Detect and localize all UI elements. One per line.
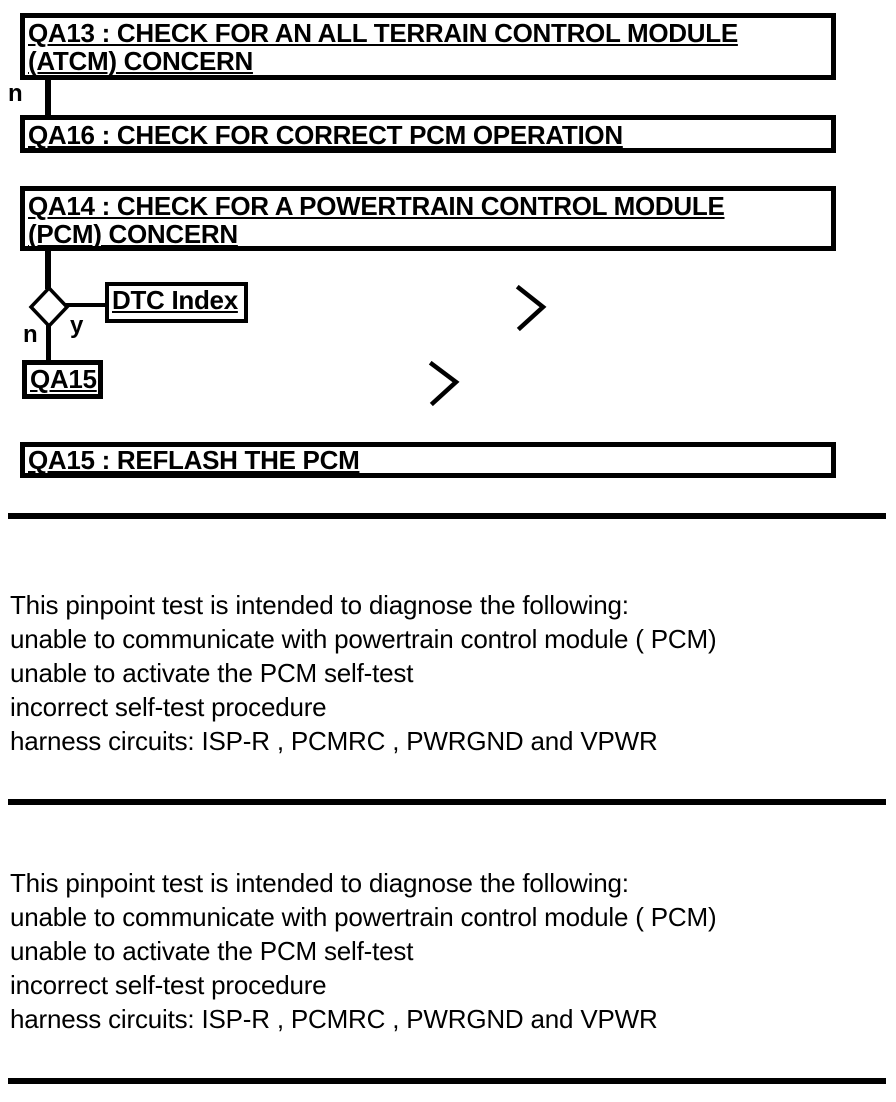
qa13-link-line1[interactable]: QA13 : CHECK FOR AN ALL TERRAIN CONTROL … (28, 18, 738, 48)
branch-label-y: y (70, 312, 84, 339)
branch-label-n-qa13: n (8, 80, 23, 107)
description-line: incorrect self-test procedure (10, 692, 327, 722)
qa15-link[interactable]: QA15 : REFLASH THE PCM (28, 445, 360, 475)
flow-box-qa15-node: QA15 (22, 360, 103, 399)
flow-box-qa14: QA14 : CHECK FOR A POWERTRAIN CONTROL MO… (20, 186, 836, 251)
connector-line-qa13-qa16 (45, 78, 51, 117)
flow-box-qa13: QA13 : CHECK FOR AN ALL TERRAIN CONTROL … (20, 13, 836, 80)
description-line: incorrect self-test procedure (10, 970, 327, 1000)
qa14-link-line1[interactable]: QA14 : CHECK FOR A POWERTRAIN CONTROL MO… (28, 191, 725, 221)
chevron-right-icon[interactable] (427, 358, 463, 408)
qa15-node-link[interactable]: QA15 (30, 364, 97, 394)
qa13-link-line2[interactable]: (ATCM) CONCERN (28, 46, 253, 76)
connector-line-decision-qa15 (46, 324, 51, 362)
branch-label-n: n (23, 321, 38, 348)
description-line: This pinpoint test is intended to diagno… (10, 868, 629, 898)
description-line: unable to communicate with powertrain co… (10, 902, 717, 932)
description-line: unable to activate the PCM self-test (10, 658, 414, 688)
description-line: harness circuits: ISP-R , PCMRC , PWRGND… (10, 726, 658, 756)
chevron-right-icon[interactable] (514, 282, 550, 334)
pinpoint-description-second: This pinpoint test is intended to diagno… (10, 866, 892, 1036)
pinpoint-description-first: This pinpoint test is intended to diagno… (10, 588, 892, 758)
description-line: unable to activate the PCM self-test (10, 936, 414, 966)
flow-box-qa15: QA15 : REFLASH THE PCM (20, 442, 836, 478)
flow-box-qa16: QA16 : CHECK FOR CORRECT PCM OPERATION (20, 115, 836, 153)
connector-line-decision-dtc (65, 303, 106, 307)
flow-box-dtc-index: DTC Index (105, 282, 248, 323)
qa16-link[interactable]: QA16 : CHECK FOR CORRECT PCM OPERATION (28, 120, 623, 150)
connector-line-qa14-decision (45, 249, 51, 289)
qa14-link-line2[interactable]: (PCM) CONCERN (28, 219, 238, 249)
section-divider (8, 1078, 886, 1084)
dtc-index-link[interactable]: DTC Index (112, 285, 238, 315)
section-divider (8, 799, 886, 805)
section-divider (8, 513, 886, 519)
description-line: This pinpoint test is intended to diagno… (10, 590, 629, 620)
description-line: harness circuits: ISP-R , PCMRC , PWRGND… (10, 1004, 658, 1034)
description-line: unable to communicate with powertrain co… (10, 624, 717, 654)
